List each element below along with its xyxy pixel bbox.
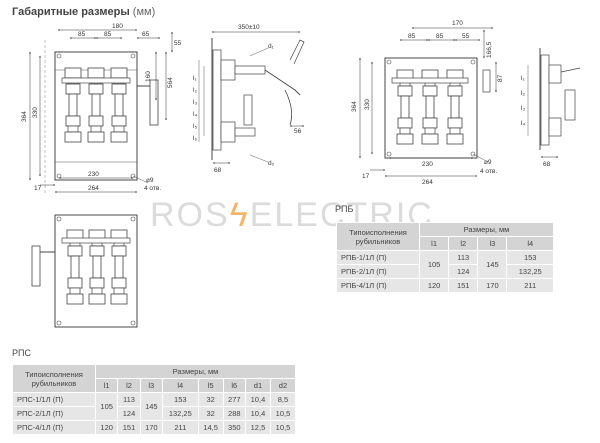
svg-text:d₂: d₂ <box>268 160 275 167</box>
svg-text:l₃: l₃ <box>193 99 197 106</box>
svg-text:l₁: l₁ <box>193 75 197 82</box>
table-row: РПБ-4/1Л (П) 120 151 170 211 <box>336 278 554 293</box>
svg-text:68: 68 <box>214 167 222 174</box>
svg-text:56: 56 <box>294 128 302 135</box>
svg-text:55: 55 <box>462 33 470 40</box>
svg-text:l₄: l₄ <box>193 111 197 118</box>
svg-text:85: 85 <box>408 33 416 40</box>
svg-text:330: 330 <box>32 107 39 118</box>
svg-text:68: 68 <box>543 161 551 168</box>
svg-text:160: 160 <box>145 71 152 82</box>
svg-text:4 отв.: 4 отв. <box>480 168 497 175</box>
svg-text:85: 85 <box>104 31 112 38</box>
svg-text:180: 180 <box>112 23 123 30</box>
bolt-icon: ϟ <box>229 196 250 234</box>
table-row: РПБ-1/1Л (П) 105 113 145 153 <box>336 250 554 279</box>
svg-text:l₁: l₁ <box>521 75 525 82</box>
svg-text:350±10: 350±10 <box>238 24 260 31</box>
table-row: РПС-1/1Л (П) 105 113 145 153 32 277 10,4… <box>12 392 297 421</box>
table-row: РПБ-2/1Л (П) 124 132,25 <box>336 264 554 279</box>
rps-front-view-2 <box>31 214 138 328</box>
svg-text:330: 330 <box>364 99 371 110</box>
svg-text:230: 230 <box>422 161 433 168</box>
rps-side-view: 350±10 d₁ d₂ 56 68 l₁ l₂ l₃ l₄ l₅ l₆ <box>193 24 305 174</box>
rpb-section-label: РПБ <box>335 204 354 214</box>
rpb-table: Типоисполнения рубильников Размеры, мм l… <box>336 222 554 293</box>
svg-text:85: 85 <box>78 31 86 38</box>
svg-text:⌀9: ⌀9 <box>146 177 154 184</box>
svg-text:d₁: d₁ <box>268 43 275 50</box>
svg-text:364: 364 <box>21 111 28 122</box>
page-title: Габаритные размеры (мм) <box>12 6 156 18</box>
svg-text:87: 87 <box>497 74 504 82</box>
svg-text:l₄: l₄ <box>521 120 525 127</box>
rpb-side-view: 68 l₁ l₂ l₃ l₄ <box>521 48 581 168</box>
svg-text:17: 17 <box>34 185 42 192</box>
svg-text:l₅: l₅ <box>193 123 197 130</box>
svg-text:364: 364 <box>351 101 358 112</box>
svg-text:l₆: l₆ <box>193 135 197 142</box>
svg-text:170: 170 <box>452 20 463 27</box>
svg-text:65: 65 <box>142 31 150 38</box>
svg-text:l₂: l₂ <box>521 90 525 97</box>
svg-text:166,5: 166,5 <box>486 41 493 58</box>
svg-text:564: 564 <box>167 77 174 88</box>
rps-front-view: 180 85 85 65 55 160 564 364 330 230 264 … <box>21 23 182 195</box>
svg-text:l₂: l₂ <box>193 87 197 94</box>
svg-text:4 отв.: 4 отв. <box>144 185 161 192</box>
rpb-front-view: 170 85 85 55 166,5 87 364 330 230 264 17… <box>351 20 504 186</box>
table-row: РПС-4/1Л (П) 120 151 170 211 14,5 350 12… <box>12 420 297 435</box>
svg-text:264: 264 <box>422 179 433 186</box>
svg-text:55: 55 <box>174 40 182 47</box>
svg-text:85: 85 <box>436 33 444 40</box>
svg-text:17: 17 <box>362 173 370 180</box>
svg-text:264: 264 <box>88 185 99 192</box>
svg-text:230: 230 <box>88 171 99 178</box>
svg-text:⌀9: ⌀9 <box>484 159 492 166</box>
rps-table: Типоисполнения рубильников Размеры, мм l… <box>12 364 297 435</box>
table-row: РПС-2/1Л (П) 124 132,25 32 288 10,4 10,5 <box>12 406 297 421</box>
rps-section-label: РПС <box>12 348 31 358</box>
svg-text:l₃: l₃ <box>521 105 525 112</box>
